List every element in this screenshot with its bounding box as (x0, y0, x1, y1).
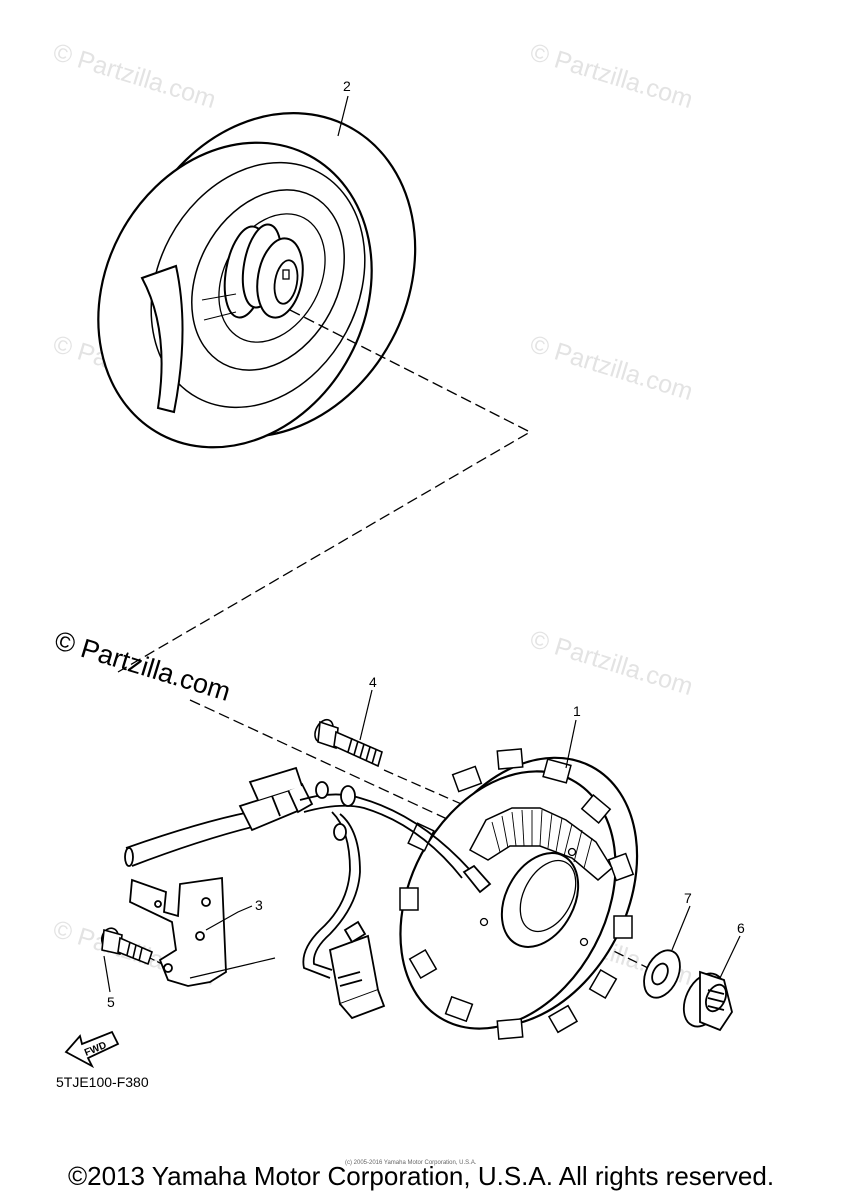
pickup-coil (328, 920, 386, 1020)
callout-7: 7 (684, 890, 692, 906)
callout-6: 6 (737, 920, 745, 936)
stator-assembly (399, 748, 639, 1040)
wire-harness (124, 766, 492, 979)
diagram-code: 5TJE100-F380 (56, 1074, 149, 1090)
rotor-hub (223, 223, 304, 319)
stator-mount-hole (579, 937, 589, 947)
assembly-line (117, 309, 532, 673)
callout-4: 4 (369, 674, 377, 690)
small-credit: (c) 2005-2016 Yamaha Motor Corporation, … (345, 1160, 477, 1166)
clamp-screw (100, 927, 153, 966)
leader-dash-5 (149, 957, 167, 967)
callout-3: 3 (255, 897, 263, 913)
callout-2: 2 (343, 78, 351, 94)
stator-mount-hole (567, 847, 577, 857)
magnet-slot (140, 264, 184, 414)
fwd-arrow-icon: FWD (64, 1030, 120, 1069)
stator-coils (468, 807, 613, 881)
stator-mount-hole (479, 917, 489, 927)
rotor-inner-ring (191, 189, 345, 371)
leader-lines (103, 95, 741, 993)
callout-1: 1 (573, 703, 581, 719)
leader-line-3 (205, 905, 253, 931)
rotor-inner-rim (150, 161, 366, 409)
leader-line-3b (189, 957, 276, 979)
flywheel-rotor (97, 112, 417, 449)
stator-bore (500, 852, 580, 948)
flange-nut (682, 970, 733, 1032)
clamp-plate (129, 876, 227, 987)
stator-bolt (314, 718, 383, 768)
washer (643, 949, 681, 999)
assembly-line-2 (189, 699, 569, 876)
callout-5: 5 (107, 994, 115, 1010)
copyright-notice: ©2013 Yamaha Motor Corporation, U.S.A. A… (67, 1161, 775, 1191)
